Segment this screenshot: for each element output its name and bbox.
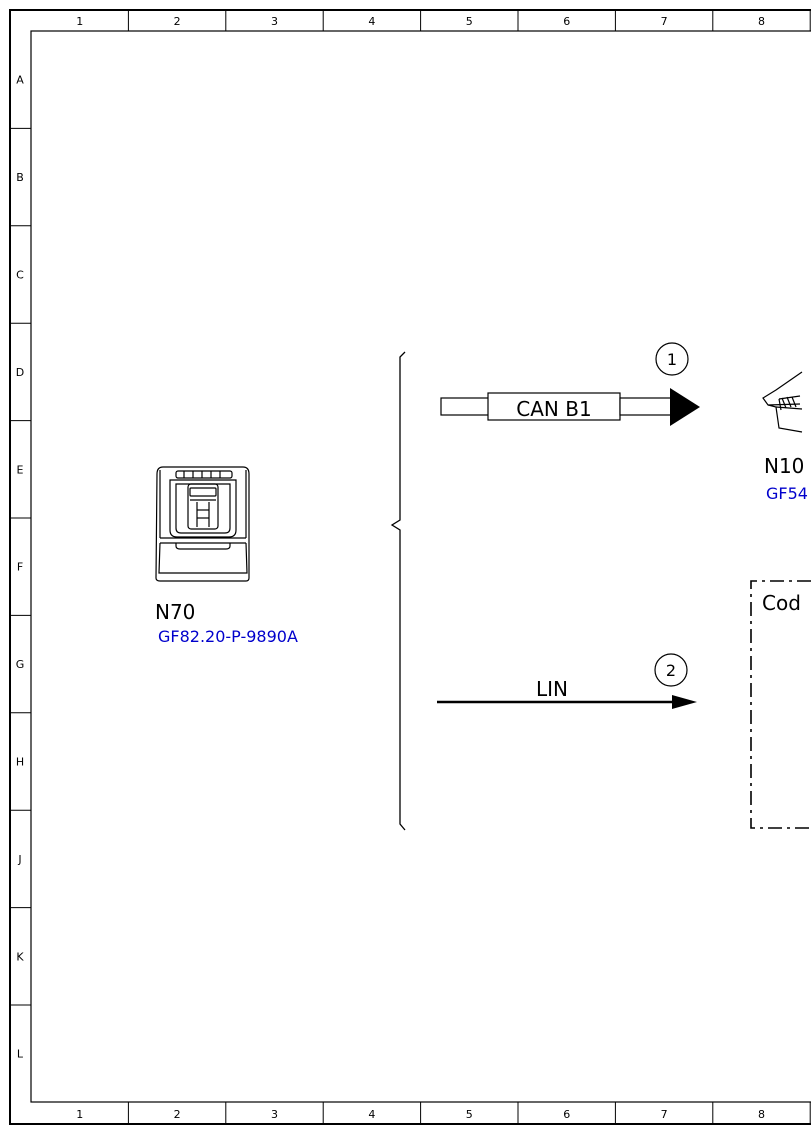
- grid-column-label-top: 1: [76, 15, 83, 28]
- grid-column-label-bottom: 8: [758, 1108, 765, 1121]
- grid-column-label-top: 4: [368, 15, 375, 28]
- n10-module-icon: [762, 371, 803, 433]
- lin-arrow-head: [672, 695, 697, 709]
- connection-group-brace: [390, 351, 406, 831]
- n10-reference-link[interactable]: GF54: [766, 484, 808, 503]
- n70-designation: N70: [155, 600, 195, 624]
- outer-frame: [9, 9, 811, 1125]
- grid-row-label-left: D: [16, 366, 24, 379]
- grid-row-label-left: L: [17, 1048, 24, 1061]
- grid-column-label-bottom: 3: [271, 1108, 278, 1121]
- grid-row-label-left: E: [17, 463, 24, 476]
- grid-column-label-top: 7: [661, 15, 668, 28]
- grid-column-label-top: 6: [563, 15, 570, 28]
- grid-column-label-bottom: 5: [466, 1108, 473, 1121]
- grid-column-label-bottom: 1: [76, 1108, 83, 1121]
- grid-row-label-left: G: [16, 658, 25, 671]
- n70-module-icon: [155, 466, 250, 582]
- grid-column-label-bottom: 6: [563, 1108, 570, 1121]
- lin-connection: LIN 2: [437, 653, 697, 709]
- coding-box-label: Cod: [762, 591, 801, 615]
- lin-number: 2: [666, 661, 676, 680]
- can-connection: CAN B1 1: [440, 342, 700, 426]
- lin-number-circle: [654, 653, 688, 687]
- can-number: 1: [667, 350, 677, 369]
- grid-column-label-bottom: 4: [368, 1108, 375, 1121]
- can-bus-tail: [440, 397, 490, 416]
- can-bus-head-shaft: [619, 397, 673, 416]
- grid-row-label-left: A: [16, 74, 24, 87]
- grid-row-label-left: K: [16, 950, 24, 963]
- grid-column-label-top: 2: [174, 15, 181, 28]
- grid-row-labels-left: A B C D E F G H J K L: [10, 74, 31, 1061]
- can-number-circle: [655, 342, 689, 376]
- grid-column-label-top: 8: [758, 15, 765, 28]
- grid-row-label-left: H: [16, 756, 24, 769]
- coding-dashed-box: [750, 580, 811, 829]
- can-bus-label: CAN B1: [516, 397, 591, 421]
- n10-designation: N10: [764, 454, 804, 478]
- inner-frame: [30, 30, 811, 1103]
- lin-bus-label: LIN: [536, 677, 568, 701]
- grid-column-label-top: 3: [271, 15, 278, 28]
- grid-row-label-left: C: [16, 269, 24, 282]
- grid-column-labels-bottom: 1 2 3 4 5 6 7 8: [76, 1102, 811, 1124]
- grid-column-label-bottom: 7: [661, 1108, 668, 1121]
- n70-reference-link[interactable]: GF82.20-P-9890A: [158, 627, 298, 646]
- grid-row-label-left: F: [17, 561, 23, 574]
- grid-column-label-top: 5: [466, 15, 473, 28]
- can-arrow-head: [670, 388, 700, 426]
- grid-row-label-left: J: [17, 853, 21, 866]
- grid-column-labels-top: 1 2 3 4 5 6 7 8: [76, 10, 811, 31]
- grid-column-label-bottom: 2: [174, 1108, 181, 1121]
- grid-row-label-left: B: [16, 171, 24, 184]
